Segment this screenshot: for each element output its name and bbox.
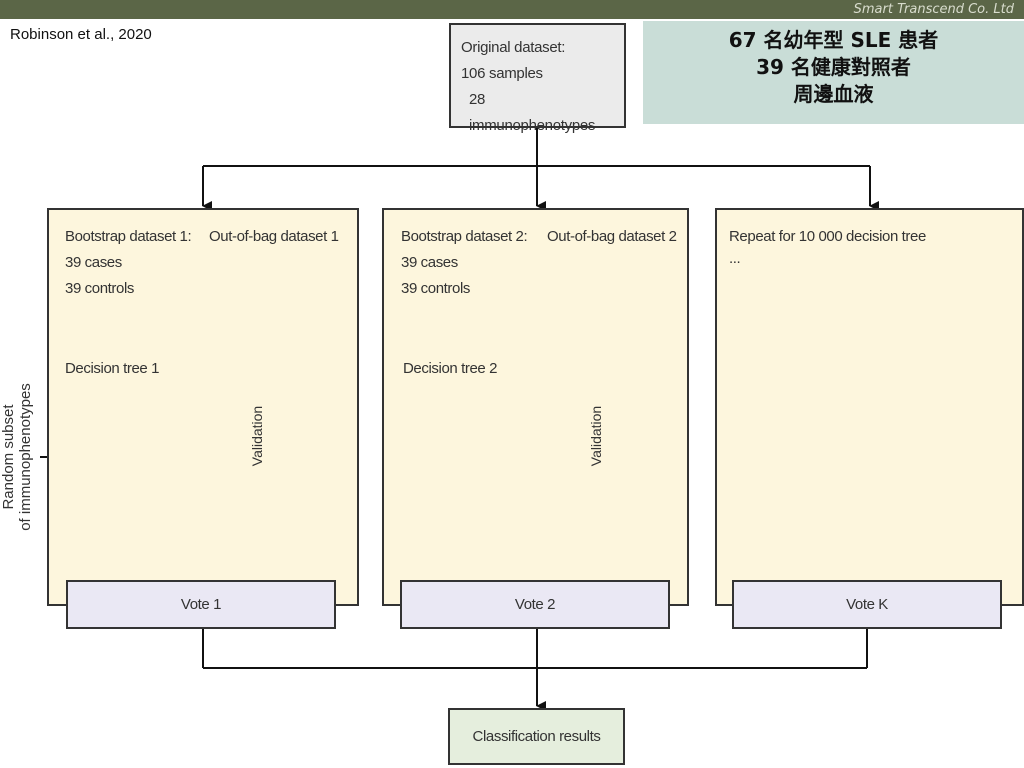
validation-label: Validation (249, 405, 266, 467)
random-subset-line-2: of immunophenotypes (17, 383, 34, 531)
repeat-panel: Repeat for 10 000 decision tree ... (715, 208, 1024, 606)
tree-label: Decision tree 2 (403, 360, 498, 377)
cohort-info-box: 67 名幼年型 SLE 患者 39 名健康對照者 周邊血液 (643, 21, 1024, 124)
classification-results-box: Classification results (448, 708, 625, 765)
validation-label: Validation (588, 405, 605, 467)
vote-2-box: Vote 2 (400, 580, 670, 629)
repeat-label: Repeat for 10 000 decision tree (729, 228, 926, 245)
original-dataset-box: Original dataset: 106 samples 28 immunop… (449, 23, 626, 134)
bootstrap-label: Bootstrap dataset 1: (65, 228, 192, 245)
controls-label: 39 controls (65, 280, 134, 297)
controls-label: 39 controls (401, 280, 470, 297)
original-title: Original dataset: (461, 39, 566, 56)
top-bar: Smart Transcend Co. Ltd (0, 0, 1024, 19)
brand-label: Smart Transcend Co. Ltd (853, 2, 1014, 17)
cases-label: 39 cases (65, 254, 122, 271)
ellipsis-label: ... (729, 250, 741, 267)
oob-label: Out-of-bag dataset 2 (547, 228, 677, 245)
citation: Robinson et al., 2020 (10, 26, 152, 43)
bootstrap-panel-1: Bootstrap dataset 1: Out-of-bag dataset … (47, 208, 359, 606)
info-line-1: 67 名幼年型 SLE 患者 (728, 28, 939, 52)
original-phenotypes: 28 immunophenotypes (469, 91, 596, 134)
cases-label: 39 cases (401, 254, 458, 271)
original-samples: 106 samples (461, 65, 543, 82)
bootstrap-panel-2: Bootstrap dataset 2: Out-of-bag dataset … (382, 208, 689, 606)
info-line-2: 39 名健康對照者 (756, 55, 911, 79)
tree-label: Decision tree 1 (65, 360, 160, 377)
vote-1-box: Vote 1 (66, 580, 336, 629)
random-subset-label: Random subset of immunophenotypes (0, 372, 34, 542)
oob-label: Out-of-bag dataset 1 (209, 228, 339, 245)
bootstrap-label: Bootstrap dataset 2: (401, 228, 528, 245)
vote-k-box: Vote K (732, 580, 1002, 629)
random-subset-line-1: Random subset (0, 404, 17, 510)
info-line-3: 周邊血液 (793, 82, 874, 106)
